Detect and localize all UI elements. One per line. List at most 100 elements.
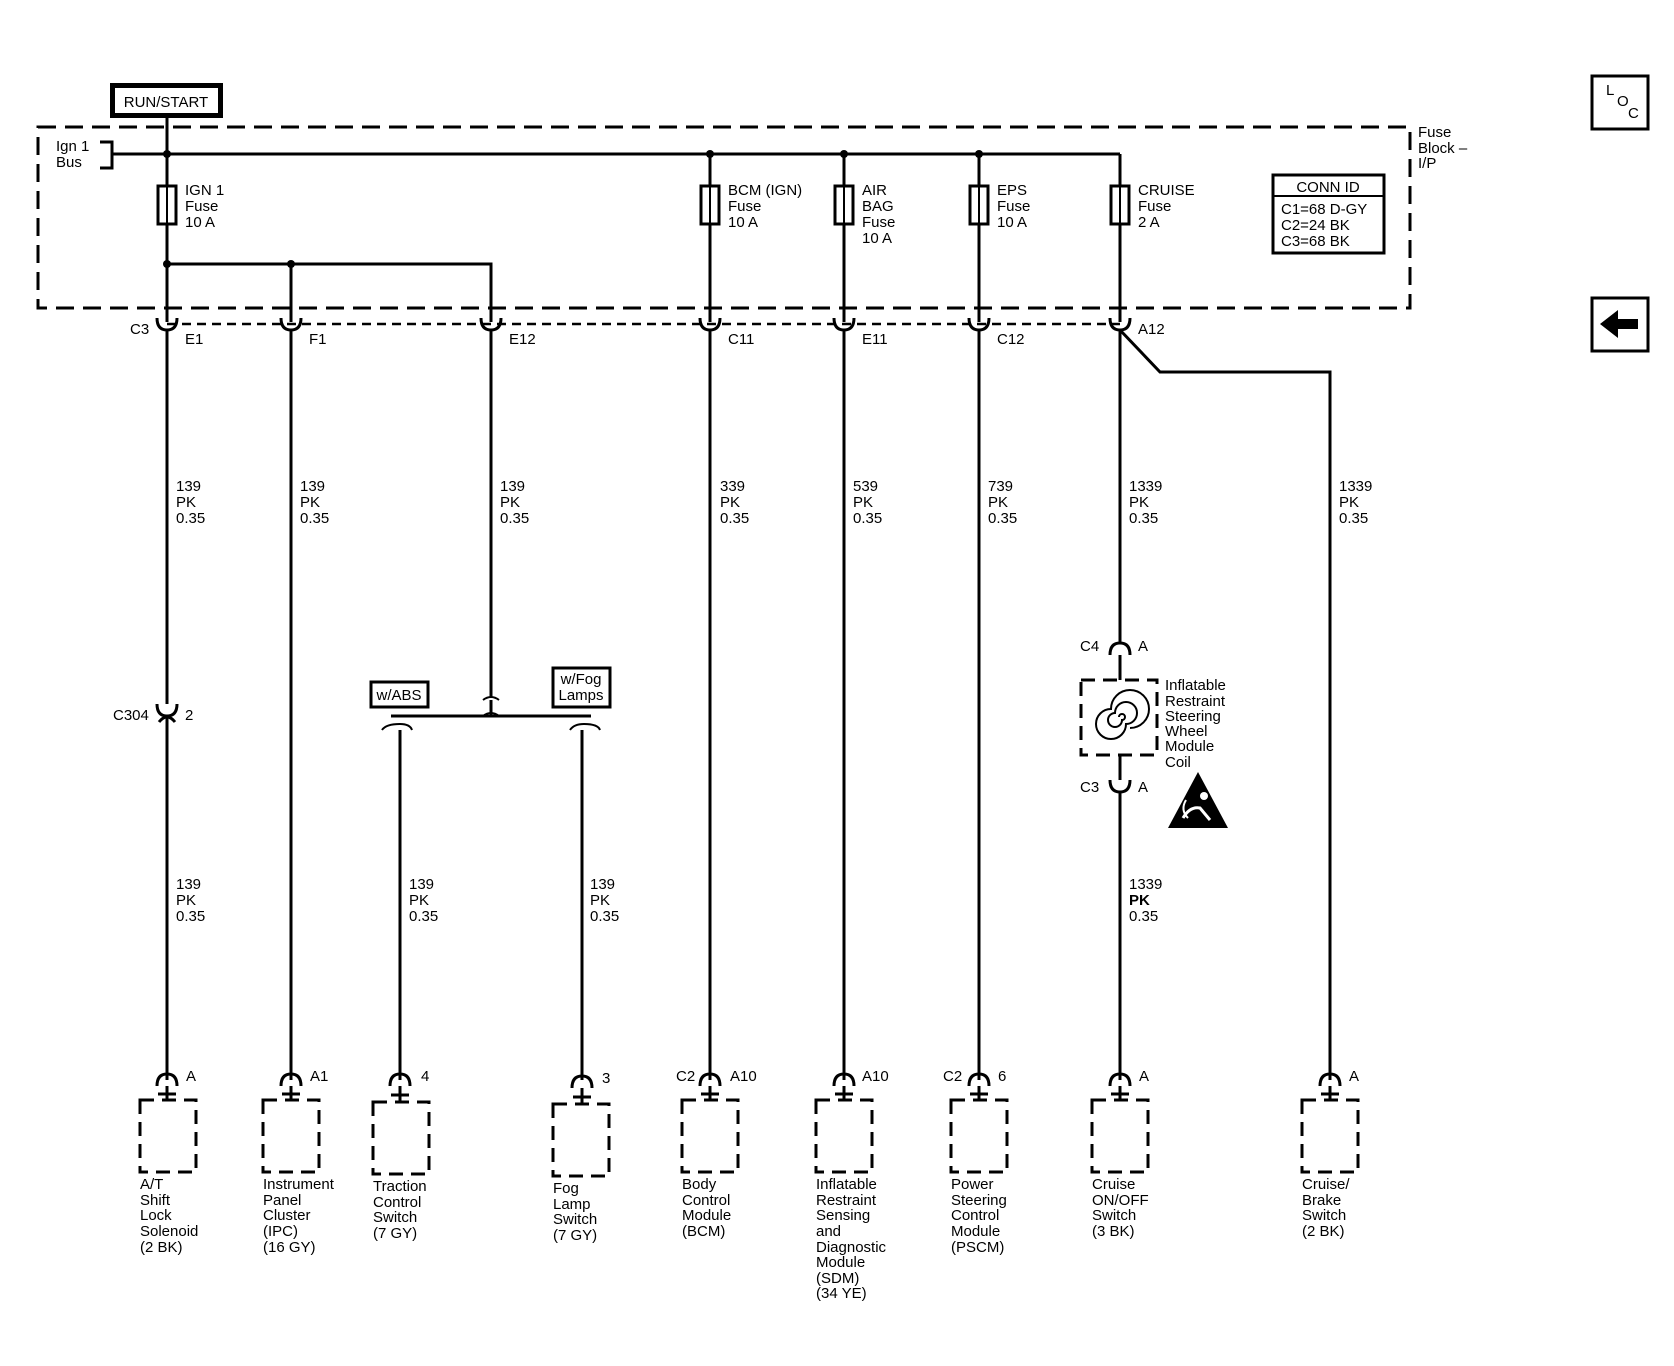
wire-label: 139 PK 0.35 [500, 478, 529, 527]
fuse-block-label-line: I/P [1418, 155, 1436, 172]
svg-text:0.35: 0.35 [720, 510, 749, 527]
svg-text:539: 539 [853, 478, 878, 495]
wire-label: 139 PK 0.35 [176, 478, 205, 527]
option-split [381, 696, 601, 1080]
svg-text:0.35: 0.35 [176, 908, 205, 925]
svg-text:1339: 1339 [1129, 478, 1162, 495]
svg-text:Steering: Steering [951, 1192, 1007, 1209]
fuse-label: BCM (IGN) [728, 182, 802, 199]
svg-text:PK: PK [853, 494, 873, 511]
svg-text:Shift: Shift [140, 1192, 171, 1209]
component-bcm: C2 A10 Body Control Module (BCM) [676, 1068, 757, 1240]
svg-text:A1: A1 [310, 1068, 328, 1085]
svg-text:Cruise: Cruise [1092, 1176, 1135, 1193]
svg-text:Switch: Switch [373, 1209, 417, 1226]
pin-label: C3 [130, 321, 149, 338]
wire-label: 139 PK 0.35 [590, 876, 619, 925]
svg-text:A: A [1349, 1068, 1359, 1085]
svg-text:(SDM): (SDM) [816, 1270, 859, 1287]
fuse-label: Fuse [1138, 198, 1171, 215]
svg-text:(7 GY): (7 GY) [373, 1225, 417, 1242]
pin-label: E11 [862, 331, 888, 348]
svg-text:Solenoid: Solenoid [140, 1223, 198, 1240]
svg-text:139: 139 [590, 876, 615, 893]
svg-text:139: 139 [176, 876, 201, 893]
fuse-block-connectors [155, 300, 1132, 332]
pin-label: E1 [185, 331, 203, 348]
pin-label: F1 [309, 331, 327, 348]
bus-label-line: Bus [56, 154, 82, 171]
svg-text:A10: A10 [862, 1068, 889, 1085]
svg-text:0.35: 0.35 [988, 510, 1017, 527]
component-fog-lamp-switch: 3 Fog Lamp Switch (7 GY) [551, 1070, 611, 1244]
loc-button[interactable]: L O C [1590, 74, 1650, 131]
svg-text:Diagnostic: Diagnostic [816, 1239, 887, 1256]
svg-text:Module: Module [816, 1254, 865, 1271]
svg-text:C304: C304 [113, 707, 149, 724]
svg-text:1339: 1339 [1129, 876, 1162, 893]
svg-text:Wheel: Wheel [1165, 723, 1208, 740]
bus-label-line: Ign 1 [56, 138, 89, 155]
wire-label: 1339 PK 0.35 [1129, 478, 1162, 527]
wire-label: 1339 PK 0.35 [1129, 876, 1162, 925]
fuse-label: 10 A [728, 214, 758, 231]
run-start-label: RUN/START [110, 83, 223, 118]
svg-text:0.35: 0.35 [1339, 510, 1368, 527]
conn-id-row: C2=24 BK [1281, 217, 1350, 234]
conn-id-box: CONN ID C1=68 D-GY C2=24 BK C3=68 BK [1271, 173, 1386, 255]
left-arrow-icon [1600, 310, 1638, 338]
svg-text:Body: Body [682, 1176, 717, 1193]
svg-text:Lock: Lock [140, 1207, 172, 1224]
pin-label: C11 [728, 331, 754, 348]
svg-text:Switch: Switch [1302, 1207, 1346, 1224]
svg-text:and: and [816, 1223, 841, 1240]
fuse-label: 10 A [185, 214, 215, 231]
svg-text:4: 4 [421, 1068, 429, 1085]
svg-text:PK: PK [720, 494, 740, 511]
svg-text:A10: A10 [730, 1068, 757, 1085]
coil-spiral-icon [1095, 689, 1150, 740]
svg-text:6: 6 [998, 1068, 1006, 1085]
inline-connector-c304: C304 2 [113, 703, 193, 724]
svg-text:(16 GY): (16 GY) [263, 1239, 316, 1256]
svg-text:PK: PK [176, 494, 196, 511]
svg-text:w/ABS: w/ABS [375, 687, 421, 704]
svg-text:(2 BK): (2 BK) [140, 1239, 183, 1256]
svg-text:0.35: 0.35 [176, 510, 205, 527]
svg-text:C2: C2 [943, 1068, 962, 1085]
component-ipc: A1 Instrument Panel Cluster (IPC) (16 GY… [261, 1068, 335, 1256]
back-button[interactable] [1590, 296, 1650, 353]
fuse-eps: EPS Fuse 10 A [968, 182, 1030, 231]
fuse-label: Fuse [997, 198, 1030, 215]
svg-text:PK: PK [176, 892, 196, 909]
run-start-text: RUN/START [124, 94, 208, 111]
svg-text:PK: PK [500, 494, 520, 511]
fuse-bcm: BCM (IGN) Fuse 10 A [699, 182, 802, 231]
svg-text:A/T: A/T [140, 1176, 163, 1193]
svg-text:139: 139 [176, 478, 201, 495]
svg-text:Steering: Steering [1165, 708, 1221, 725]
svg-text:PK: PK [409, 892, 429, 909]
svg-text:Cruise/: Cruise/ [1302, 1176, 1350, 1193]
fuse-label: 2 A [1138, 214, 1160, 231]
conn-id-row: C3=68 BK [1281, 233, 1350, 250]
svg-text:PK: PK [300, 494, 320, 511]
svg-text:(BCM): (BCM) [682, 1223, 725, 1240]
svg-text:Module: Module [1165, 738, 1214, 755]
svg-text:A: A [1139, 1068, 1149, 1085]
svg-text:PK: PK [590, 892, 610, 909]
svg-text:Module: Module [682, 1207, 731, 1224]
fuse-air-bag: AIR BAG Fuse 10 A [833, 182, 895, 247]
fuse-label: EPS [997, 182, 1027, 199]
svg-text:Restraint: Restraint [816, 1192, 877, 1209]
fuse-label: Fuse [862, 214, 895, 231]
fuse-label: Fuse [728, 198, 761, 215]
svg-text:0.35: 0.35 [590, 908, 619, 925]
svg-text:Cluster: Cluster [263, 1207, 311, 1224]
fuse-block-label: Fuse Block – I/P [1418, 124, 1468, 172]
svg-text:A: A [1138, 638, 1148, 655]
svg-text:Brake: Brake [1302, 1192, 1341, 1209]
svg-text:739: 739 [988, 478, 1013, 495]
wire-label: 139 PK 0.35 [300, 478, 329, 527]
